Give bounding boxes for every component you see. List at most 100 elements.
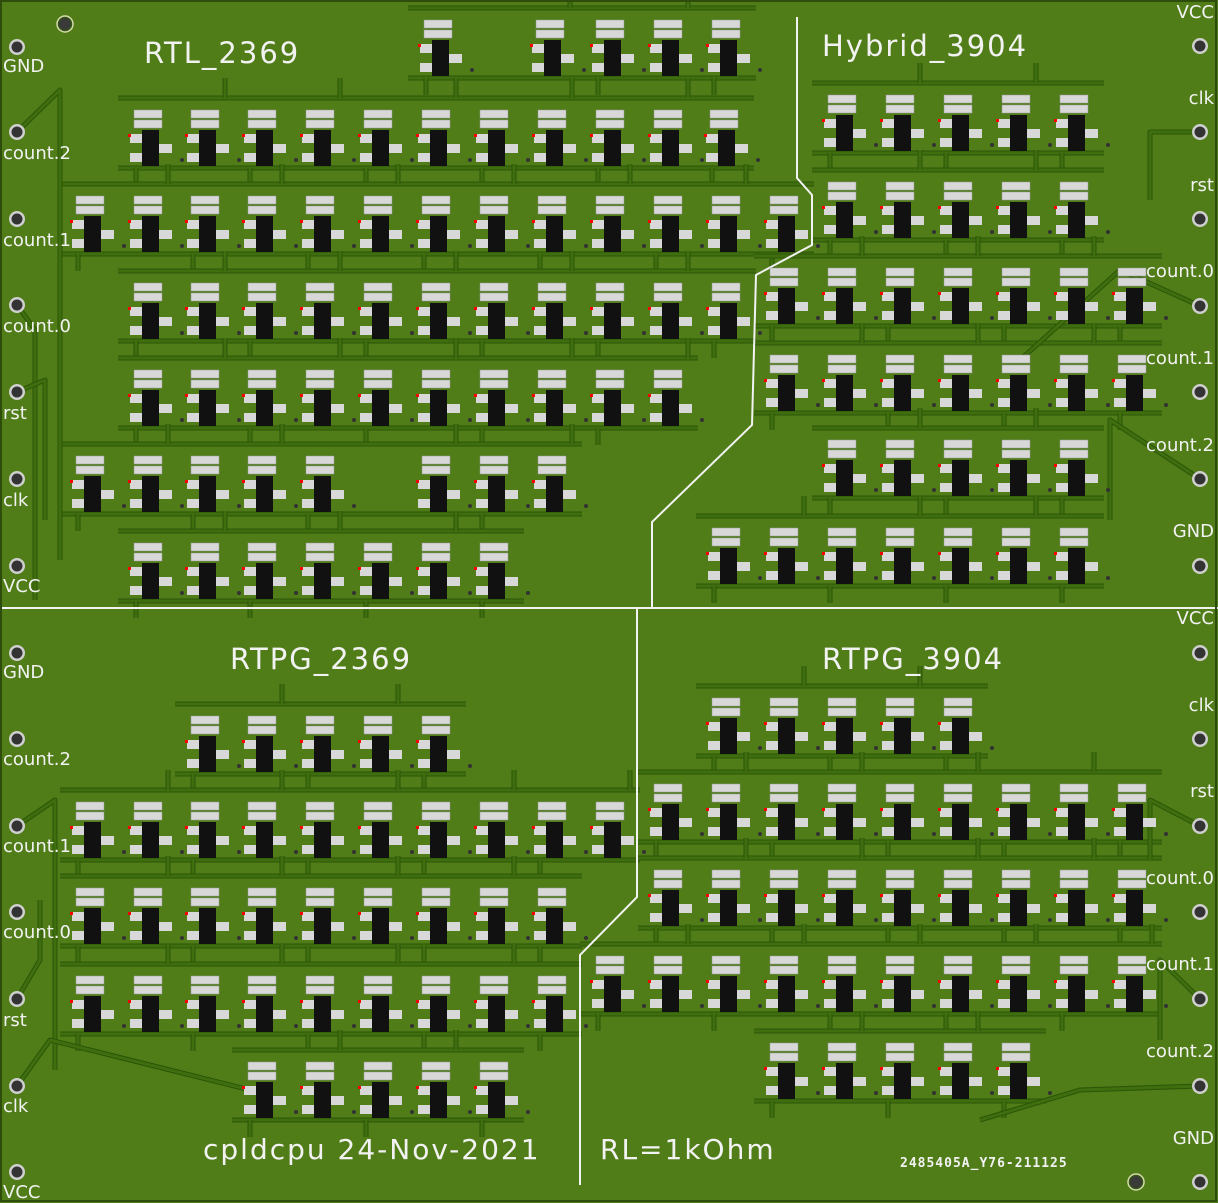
via — [1164, 832, 1168, 836]
pin1-marker — [300, 480, 303, 483]
transistor-pad — [592, 845, 606, 854]
test-pad-hole — [1194, 820, 1206, 832]
transistor-pad — [476, 1019, 490, 1028]
transistor-pad — [882, 552, 896, 561]
transistor-pad — [302, 759, 316, 768]
resistor — [885, 537, 915, 547]
pad-label-rst: rst — [1190, 781, 1214, 802]
transistor-pad — [388, 922, 402, 931]
transistor-pad — [420, 44, 434, 53]
resistor — [305, 1061, 335, 1071]
transistor-pad — [360, 394, 374, 403]
resistor — [133, 975, 163, 985]
transistor-pad — [824, 398, 838, 407]
transistor-pad — [418, 134, 432, 143]
transistor-body — [430, 822, 447, 858]
via — [990, 230, 994, 234]
resistor — [653, 29, 683, 39]
transistor-pad — [360, 586, 374, 595]
via — [1048, 488, 1052, 492]
pin1-marker — [300, 307, 303, 310]
via — [990, 316, 994, 320]
pad-label-gnd: GND — [1172, 521, 1214, 542]
transistor-body — [604, 130, 621, 166]
resistor — [943, 965, 973, 975]
transistor-pad — [187, 220, 201, 229]
transistor-pad — [968, 1077, 982, 1086]
transistor-body — [894, 718, 911, 754]
transistor-body — [1010, 976, 1027, 1012]
transistor-pad — [504, 1096, 518, 1105]
test-pad-hole — [11, 126, 23, 138]
transistor-pad — [360, 134, 374, 143]
resistor — [769, 354, 799, 364]
resistor — [711, 292, 741, 302]
transistor-pad — [766, 741, 780, 750]
via — [816, 316, 820, 320]
transistor-pad — [418, 394, 432, 403]
transistor-pad — [476, 134, 490, 143]
transistor-pad — [968, 302, 982, 311]
via — [180, 850, 184, 854]
transistor-pad — [1056, 552, 1070, 561]
via — [294, 591, 298, 595]
via — [1106, 918, 1110, 922]
resistor — [1059, 354, 1089, 364]
transistor-pad — [650, 307, 664, 316]
transistor-body — [372, 130, 389, 166]
transistor-body — [372, 996, 389, 1032]
transistor-body — [1068, 375, 1085, 411]
transistor-pad — [418, 1105, 432, 1114]
transistor-pad — [302, 413, 316, 422]
resistor — [363, 109, 393, 119]
resistor — [305, 465, 335, 475]
transistor-body — [430, 390, 447, 426]
resistor — [943, 364, 973, 374]
transistor-pad — [272, 317, 286, 326]
transistor-pad — [998, 483, 1012, 492]
pin1-marker — [706, 894, 709, 897]
resistor — [1059, 364, 1089, 374]
resistor — [1001, 439, 1031, 449]
pin1-marker — [996, 379, 999, 382]
resistor — [769, 955, 799, 965]
transistor-pad — [650, 980, 664, 989]
transistor-pad — [882, 571, 896, 580]
resistor — [1117, 793, 1147, 803]
resistor — [247, 195, 277, 205]
transistor-pad — [562, 404, 576, 413]
via — [237, 504, 241, 508]
transistor-pad — [360, 413, 374, 422]
resistor — [363, 369, 393, 379]
resistor — [479, 282, 509, 292]
transistor-pad — [882, 464, 896, 473]
transistor-pad — [418, 480, 432, 489]
transistor-pad — [504, 230, 518, 239]
mounting-hole-center — [59, 18, 71, 30]
transistor-body — [952, 890, 969, 926]
via — [700, 158, 704, 162]
resistor — [421, 205, 451, 215]
pin1-marker — [648, 894, 651, 897]
transistor-pad — [650, 134, 664, 143]
test-pad-hole — [11, 560, 23, 572]
transistor-pad — [476, 480, 490, 489]
transistor-pad — [1056, 225, 1070, 234]
pin1-marker — [242, 740, 245, 743]
via — [294, 244, 298, 248]
test-pad-hole — [1194, 560, 1206, 572]
transistor-pad — [794, 732, 808, 741]
transistor-pad — [650, 220, 664, 229]
via — [180, 244, 184, 248]
pin1-marker — [474, 1086, 477, 1089]
resistor — [827, 439, 857, 449]
via — [700, 418, 704, 422]
resistor — [537, 887, 567, 897]
transistor-pad — [330, 404, 344, 413]
pin1-marker — [128, 826, 131, 829]
resistor — [537, 369, 567, 379]
transistor-pad — [302, 912, 316, 921]
pin1-marker — [532, 480, 535, 483]
transistor-body — [1010, 288, 1027, 324]
resistor — [133, 801, 163, 811]
